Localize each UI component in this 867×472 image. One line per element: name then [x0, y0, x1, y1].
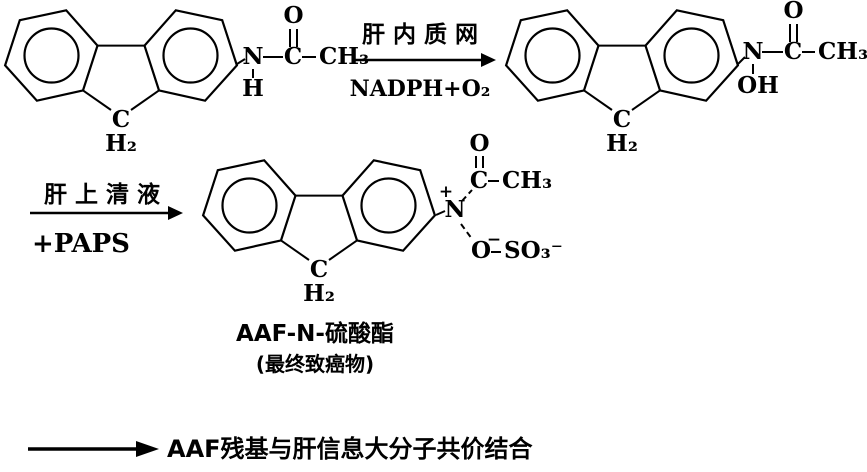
bond-ring-to-n	[435, 210, 446, 216]
methyl-label: CH₃	[502, 167, 552, 194]
arrow-head	[481, 53, 496, 67]
arrow2-top-label: 肝上清液	[44, 181, 168, 208]
fluorene-group-3	[202, 159, 436, 309]
caption-block: AAF-N-硫酸酯 (最终致癌物)	[236, 320, 394, 376]
arrow2-bottom-label: +PAPS	[32, 229, 130, 259]
caption-subtitle: (最终致癌物)	[256, 352, 374, 376]
sulfate-oxygen-label: O	[471, 237, 491, 264]
arrow1-bottom-label: NADPH+O₂	[350, 76, 491, 102]
nitrogen-label: N	[242, 43, 263, 70]
fluorene-group-2	[505, 9, 740, 159]
caption-title: AAF-N-硫酸酯	[236, 320, 394, 347]
bond-ring-to-n	[737, 56, 746, 65]
methyl-label: CH₃	[319, 43, 369, 70]
oxygen-negative-charge-label: −	[487, 230, 501, 250]
carbonyl-oxygen-label: O	[469, 130, 489, 157]
hydrogen-label: H	[242, 75, 264, 102]
carbonyl-oxygen-label: O	[783, 0, 803, 24]
footer-label: AAF残基与肝信息大分子共价结合	[167, 435, 534, 463]
structure-aaf: N H C O CH₃	[3, 2, 369, 159]
arrow-head	[168, 206, 183, 220]
reaction-arrow-2: 肝上清液 +PAPS	[30, 181, 183, 259]
structure-n-hydroxy-aaf: N OH C O CH₃	[505, 0, 867, 159]
reaction-arrow-1: 肝内质网 NADPH+O₂	[350, 22, 496, 102]
arrow1-top-label: 肝内质网	[362, 22, 486, 48]
footer-arrow-head	[136, 441, 159, 457]
bond-ring-to-n	[236, 58, 246, 65]
footer-legend: AAF残基与肝信息大分子共价结合	[28, 435, 534, 463]
carbonyl-oxygen-label: O	[283, 2, 303, 29]
structure-aaf-n-sulfate: N + C O CH₃ O − SO₃⁻	[202, 130, 563, 309]
carbonyl-carbon-label: C	[470, 167, 488, 194]
dashed-bond-n-sulfate	[460, 223, 473, 240]
carbonyl-carbon-label: C	[284, 43, 302, 70]
nitrogen-label: N	[742, 38, 763, 65]
hydroxyl-label: OH	[737, 72, 779, 99]
positive-charge-label: +	[439, 182, 453, 202]
dashed-bond-n-acetyl	[461, 189, 473, 202]
fluorene-group-1	[3, 9, 238, 159]
nitrogen-label: N	[444, 196, 465, 223]
methyl-label: CH₃	[818, 38, 867, 65]
carbonyl-carbon-label: C	[784, 38, 802, 65]
sulfonate-label: SO₃⁻	[504, 237, 563, 264]
